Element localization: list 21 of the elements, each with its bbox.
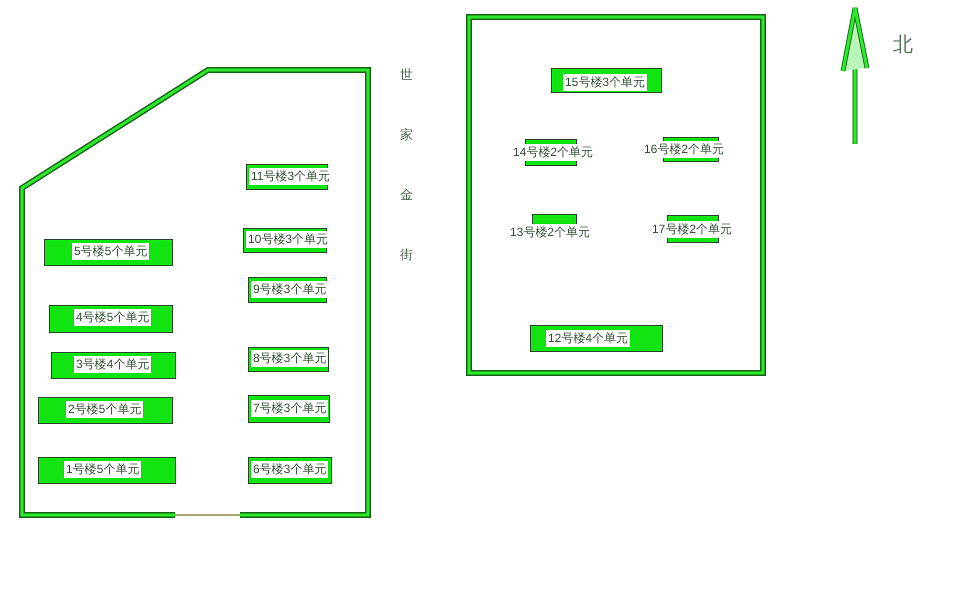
building-label: 10号楼3个单元 bbox=[246, 231, 330, 248]
building-label: 11号楼3个单元 bbox=[249, 168, 332, 185]
building-label: 13号楼2个单元 bbox=[508, 224, 592, 241]
compound-wall bbox=[465, 13, 767, 377]
building-label: 9号楼3个单元 bbox=[251, 281, 328, 298]
building-label: 15号楼3个单元 bbox=[563, 74, 648, 91]
building-label: 14号楼2个单元 bbox=[511, 144, 596, 161]
building-label: 2号楼5个单元 bbox=[66, 401, 144, 418]
building-label: 3号楼4个单元 bbox=[74, 356, 152, 373]
building-label: 6号楼3个单元 bbox=[251, 461, 328, 478]
building-label: 8号楼3个单元 bbox=[251, 350, 328, 367]
building-label: 5号楼5个单元 bbox=[72, 243, 150, 260]
building-label: 7号楼3个单元 bbox=[251, 400, 328, 417]
north-label: 北 bbox=[893, 34, 913, 56]
street-name: 世家金街 bbox=[400, 66, 413, 264]
building-label: 12号楼4个单元 bbox=[546, 330, 630, 347]
building-label: 16号楼2个单元 bbox=[642, 141, 726, 158]
building-label: 4号楼5个单元 bbox=[74, 309, 152, 326]
building-label: 17号楼2个单元 bbox=[650, 221, 734, 238]
site-boundary bbox=[18, 66, 372, 519]
building-label: 1号楼5个单元 bbox=[64, 461, 142, 478]
